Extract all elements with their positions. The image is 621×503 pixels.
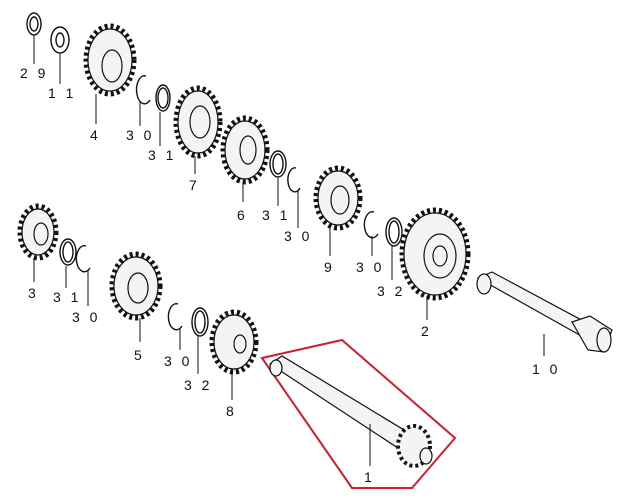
label-2: 2 (421, 323, 432, 339)
label-32-b: 3 2 (184, 377, 212, 393)
part-10-shaft[interactable] (476, 271, 613, 356)
part-4-gear[interactable] (83, 23, 137, 124)
part-31-washer-b[interactable] (269, 150, 287, 206)
label-6: 6 (237, 207, 248, 223)
part-9-gear[interactable] (313, 165, 363, 256)
part-30-circlip-c[interactable] (363, 211, 379, 256)
label-11: 1 1 (48, 85, 76, 101)
part-3-gear[interactable] (17, 203, 59, 282)
label-30-b: 3 0 (284, 228, 312, 244)
label-7: 7 (189, 177, 200, 193)
part-31-washer-c[interactable] (59, 238, 77, 288)
part-30-circlip-d[interactable] (75, 245, 91, 306)
part-8-gear[interactable] (209, 309, 259, 400)
label-1: 1 (364, 469, 375, 485)
part-31-washer-a[interactable] (155, 84, 171, 146)
label-31-c: 3 1 (53, 289, 81, 305)
label-4: 4 (90, 127, 101, 143)
part-30-circlip-b[interactable] (287, 167, 301, 228)
label-5: 5 (134, 347, 145, 363)
part-7-gear[interactable] (173, 85, 223, 174)
part-1-shaft-highlight[interactable] (260, 338, 457, 489)
label-30-d: 3 0 (72, 309, 100, 325)
label-31-b: 3 1 (262, 207, 290, 223)
part-11-washer[interactable] (50, 26, 70, 84)
part-30-circlip-a[interactable] (135, 75, 151, 126)
label-29: 2 9 (20, 65, 48, 81)
label-30-e: 3 0 (164, 353, 192, 369)
label-8: 8 (226, 403, 237, 419)
part-29-washer[interactable] (26, 12, 42, 64)
label-32-a: 3 2 (377, 283, 405, 299)
label-3: 3 (28, 285, 39, 301)
part-5-gear[interactable] (109, 251, 163, 342)
part-32-washer-b[interactable] (191, 307, 209, 374)
label-31-a: 3 1 (148, 147, 176, 163)
label-30-a: 3 0 (126, 127, 154, 143)
label-9: 9 (324, 259, 335, 275)
part-2-gear[interactable] (399, 207, 471, 320)
label-10: 1 0 (532, 361, 560, 377)
part-30-circlip-e[interactable] (167, 303, 183, 350)
label-30-c: 3 0 (356, 259, 384, 275)
part-6-gear[interactable] (220, 115, 270, 202)
part-32-washer-a[interactable] (385, 217, 403, 280)
